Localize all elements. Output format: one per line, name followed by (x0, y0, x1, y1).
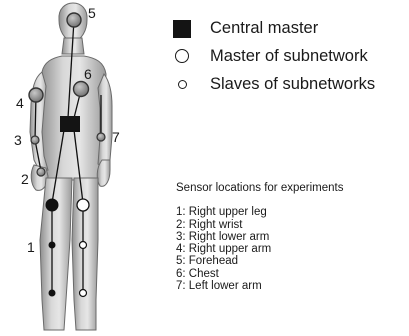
left-shin-upper-node (80, 242, 87, 249)
right-lower-arm-node (31, 136, 39, 144)
sensor-location-item: 3: Right lower arm (176, 231, 343, 243)
right-shin-upper-node (49, 242, 56, 249)
right-wrist-node (37, 168, 45, 176)
sensor-location-item: 5: Forehead (176, 255, 343, 267)
sensor-location-item: 4: Right upper arm (176, 243, 343, 255)
figure-label-1: 1 (27, 240, 35, 254)
figure-label-6: 6 (84, 67, 92, 81)
left-thigh-master-node (77, 199, 89, 211)
sensor-panel-title: Sensor locations for experiments (176, 182, 343, 194)
sensor-location-item: 1: Right upper leg (176, 206, 343, 218)
figure-label-5: 5 (88, 6, 96, 20)
figure-label-3: 3 (14, 133, 22, 147)
right-thigh-master-node (46, 199, 58, 211)
mannequin-figure (30, 3, 112, 330)
figure-label-7: 7 (112, 130, 120, 144)
sensor-location-item: 2: Right wrist (176, 219, 343, 231)
legend-label: Slaves of subnetworks (210, 74, 375, 94)
small-open-circle-icon (178, 80, 187, 89)
chest-node (74, 82, 89, 97)
legend-label: Master of subnetwork (210, 46, 368, 66)
sensor-location-item: 6: Chest (176, 268, 343, 280)
mannequin-left-hand (97, 160, 110, 186)
figure-label-4: 4 (16, 96, 24, 110)
central-master-square-icon (173, 20, 191, 38)
forehead-node (67, 13, 81, 27)
sensor-locations-panel: Sensor locations for experiments 1: Righ… (176, 182, 343, 292)
legend-label: Central master (210, 18, 318, 38)
central-master-node (60, 116, 80, 132)
mannequin-left-arm (98, 74, 112, 168)
large-open-circle-icon (175, 49, 189, 63)
right-shin-lower-node (49, 290, 56, 297)
left-shin-lower-node (80, 290, 87, 297)
right-upper-arm-node (29, 88, 43, 102)
figure-label-2: 2 (21, 172, 29, 186)
sensor-location-item: 7: Left lower arm (176, 280, 343, 292)
left-lower-arm-node (97, 133, 105, 141)
